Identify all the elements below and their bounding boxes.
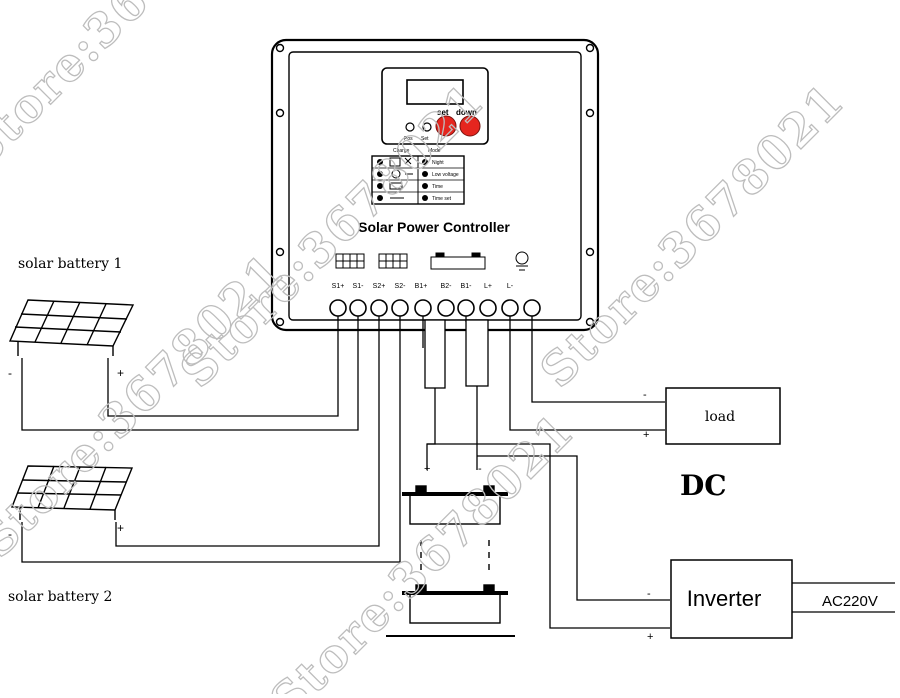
indicator-label: Night: [432, 160, 444, 166]
led-icon: [422, 159, 428, 165]
battery-bank: [386, 485, 515, 637]
down-button[interactable]: [459, 115, 481, 137]
ac-label: AC220V: [822, 593, 878, 610]
terminal-screw: [414, 299, 432, 317]
terminal-label: S1-: [353, 283, 365, 290]
set-button[interactable]: [435, 115, 457, 137]
terminal-label: L+: [484, 283, 492, 290]
panel-icon: [389, 157, 401, 167]
set-button-label: set: [437, 108, 449, 117]
inverter-minus: -: [647, 588, 651, 600]
load-box: load: [665, 387, 781, 445]
led-icon: [377, 195, 383, 201]
controller-title: Solar Power Controller: [358, 219, 510, 235]
solar-panel-2-icon: [378, 253, 408, 269]
panel-2-plus: +: [117, 521, 124, 535]
terminal-label: S1+: [332, 283, 345, 290]
terminal-screw: [523, 299, 541, 317]
led-icon: [422, 195, 428, 201]
cross-icon: [404, 157, 412, 165]
panel-1-minus: -: [8, 366, 12, 380]
solar-panel-2: [10, 465, 134, 520]
inverter-box: Inverter: [670, 559, 793, 639]
inverter-plus: +: [647, 631, 653, 643]
fuse-1: [424, 319, 446, 389]
led-icon: [377, 183, 383, 189]
led-icon: [377, 159, 383, 165]
load-label: load: [705, 409, 735, 425]
mounting-screws: [275, 43, 595, 327]
terminal-label: S2+: [373, 283, 386, 290]
terminal-screw: [349, 299, 367, 317]
small-button-label: Pos: [404, 136, 413, 142]
indicator-panel: Charge Mode Night Low voltage: [371, 148, 465, 205]
small-button-label: Set: [421, 136, 429, 142]
display-module: Pos Set set down: [381, 67, 489, 145]
terminal-screw: [391, 299, 409, 317]
small-button-icon: [405, 122, 415, 132]
indicator-label: Time set: [432, 196, 452, 202]
terminal-screw: [437, 299, 455, 317]
terminal-label: B1-: [461, 283, 473, 290]
terminal-screws[interactable]: [329, 299, 541, 317]
terminal-label: S2-: [395, 283, 407, 290]
terminal-screw: [501, 299, 519, 317]
battery-plus: +: [424, 463, 430, 475]
terminal-screw: [370, 299, 388, 317]
terminal-icons: [335, 251, 529, 271]
indicator-header-charge: Charge: [393, 148, 410, 154]
wiring: [21, 316, 895, 629]
watermark-text: Store:3678021: [0, 243, 295, 568]
sun-icon: [391, 169, 401, 179]
dc-label: DC: [680, 469, 727, 502]
battery-icon: [389, 182, 403, 190]
fuse-2: [465, 319, 489, 387]
indicator-header-mode: Mode: [428, 148, 441, 154]
panel-2-minus: -: [8, 527, 12, 541]
watermark-text: Store:3678021: [0, 0, 280, 178]
small-button-icon: [422, 122, 432, 132]
terminal-label: L-: [507, 283, 514, 290]
battery-terminal-icon: [430, 252, 486, 270]
led-icon: [422, 171, 428, 177]
indicator-label: Low voltage: [432, 172, 459, 178]
led-icon: [422, 183, 428, 189]
bulb-icon: [515, 251, 529, 271]
solar-battery-2-label: solar battery 2: [8, 589, 112, 605]
inverter-label: Inverter: [687, 586, 762, 611]
terminal-labels: S1+ S1- S2+ S2- B1+ B2- B1- L+ L-: [332, 283, 514, 290]
down-button-label: down: [456, 108, 477, 117]
solar-panel-1: [8, 299, 135, 356]
terminal-label: B2-: [441, 283, 453, 290]
controller-unit: Pos Set set down Charge Mode: [270, 38, 600, 332]
terminal-screw: [457, 299, 475, 317]
terminal-label: B1+: [415, 283, 428, 290]
led-icon: [377, 171, 383, 177]
solar-battery-1-label: solar battery 1: [18, 256, 122, 272]
solar-panel-1-icon: [335, 253, 365, 269]
load-minus: -: [643, 389, 647, 401]
lcd-screen: [406, 79, 464, 105]
terminal-screw: [329, 299, 347, 317]
terminal-screw: [479, 299, 497, 317]
panel-1-plus: +: [117, 366, 124, 380]
indicator-label: Time: [432, 184, 443, 190]
battery-minus: -: [478, 463, 482, 475]
load-plus: +: [643, 429, 649, 441]
watermark-text: Store:3678021: [260, 403, 585, 694]
